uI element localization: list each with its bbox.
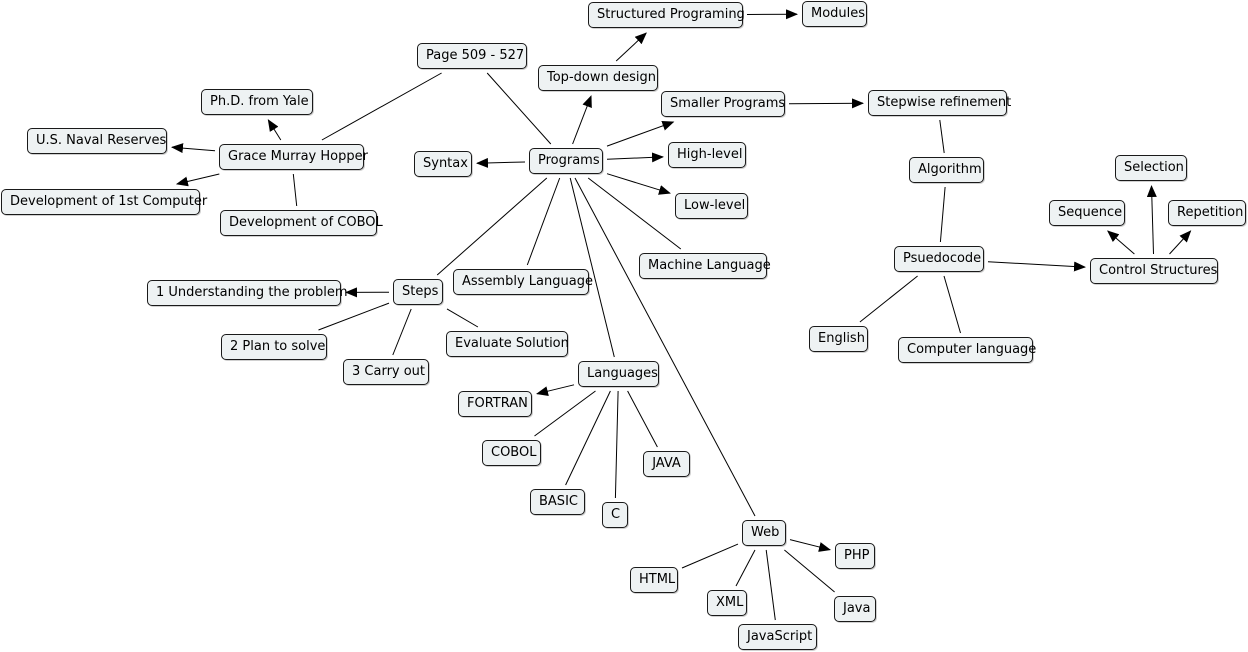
node-understanding-the-problem[interactable]: 1 Understanding the problem — [147, 280, 348, 306]
connector-languages-to-java — [627, 390, 658, 448]
connector-steps-to-carry — [392, 308, 412, 356]
node-control-structures[interactable]: Control Structures — [1090, 258, 1218, 284]
connector-web-to-xml — [735, 549, 756, 587]
node-repetition[interactable]: Repetition — [1168, 200, 1246, 226]
node-structured-programing[interactable]: Structured Programing — [588, 2, 745, 28]
node-basic[interactable]: BASIC — [530, 489, 585, 515]
node-development-of-cobol[interactable]: Development of COBOL — [220, 210, 383, 236]
connector-web-to-javaw — [784, 549, 835, 593]
node-java-web[interactable]: Java — [834, 596, 876, 622]
node-steps[interactable]: Steps — [393, 279, 443, 305]
connector-control-to-sequence — [1107, 230, 1135, 255]
node-languages[interactable]: Languages — [578, 361, 659, 387]
node-xml[interactable]: XML — [707, 590, 747, 616]
connector-control-to-selection — [1146, 185, 1157, 255]
node-modules[interactable]: Modules — [802, 1, 867, 27]
connector-control-to-repetition — [1169, 230, 1192, 255]
node-english[interactable]: English — [809, 326, 868, 352]
connector-page-to-grace — [321, 72, 442, 141]
node-selection[interactable]: Selection — [1115, 155, 1187, 181]
connector-web-to-javascript — [765, 549, 776, 621]
connector-grace-to-dev1st — [175, 173, 220, 187]
node-top-down-design[interactable]: Top-down design — [538, 65, 658, 91]
node-php[interactable]: PHP — [835, 543, 875, 569]
connector-languages-to-basic — [565, 390, 611, 486]
node-low-level[interactable]: Low-level — [675, 193, 748, 219]
node-javascript[interactable]: JavaScript — [738, 624, 817, 650]
node-machine-language[interactable]: Machine Language — [639, 253, 771, 279]
node-high-level[interactable]: High-level — [668, 142, 746, 168]
connector-grace-to-naval — [171, 143, 216, 154]
connector-grace-to-cobolDev — [292, 173, 298, 207]
connector-programs-to-languages — [569, 177, 615, 358]
connector-stepwise-to-algorithm — [939, 119, 945, 154]
connector-languages-to-cobol — [534, 390, 596, 437]
node-phd-from-yale[interactable]: Ph.D. from Yale — [201, 89, 313, 115]
node-smaller-programs[interactable]: Smaller Programs — [661, 91, 785, 117]
node-plan-to-solve[interactable]: 2 Plan to solve — [221, 334, 327, 360]
node-fortran[interactable]: FORTRAN — [458, 391, 532, 417]
node-algorithm[interactable]: Algorithm — [909, 157, 984, 183]
connector-programs-to-web — [574, 177, 756, 517]
node-programs[interactable]: Programs — [529, 148, 603, 174]
node-naval-reserves[interactable]: U.S. Naval Reserves — [27, 128, 167, 154]
connector-grace-to-phd — [267, 119, 282, 141]
node-html[interactable]: HTML — [630, 567, 678, 593]
node-page-range[interactable]: Page 509 - 527 — [417, 43, 527, 69]
node-sequence[interactable]: Sequence — [1049, 200, 1125, 226]
node-syntax[interactable]: Syntax — [414, 151, 472, 177]
node-cobol[interactable]: COBOL — [482, 440, 541, 466]
node-evaluate-solution[interactable]: Evaluate Solution — [446, 331, 569, 357]
connector-pseudocode-to-english — [859, 275, 918, 323]
connector-programs-to-topdown — [572, 95, 592, 145]
node-java-upper[interactable]: JAVA — [643, 451, 690, 477]
connector-languages-to-c — [614, 390, 619, 499]
connector-programs-to-lowlevel — [606, 173, 671, 195]
connector-steps-to-evaluate — [446, 308, 479, 328]
connector-programs-to-assembly — [526, 177, 561, 266]
connector-steps-to-plan — [318, 302, 390, 331]
connector-topdown-to-structured — [615, 32, 647, 62]
node-development-of-first-computer[interactable]: Development of 1st Computer — [1, 189, 207, 215]
connector-web-to-php — [789, 539, 831, 552]
node-stepwise-refinement[interactable]: Stepwise refinement — [868, 90, 1011, 116]
node-carry-out[interactable]: 3 Carry out — [343, 359, 429, 385]
connector-programs-to-machine — [587, 177, 682, 250]
node-c[interactable]: C — [602, 502, 628, 528]
connector-languages-to-fortran — [536, 384, 575, 397]
node-computer-language[interactable]: Computer language — [898, 337, 1036, 363]
connector-pseudocode-to-control — [987, 261, 1086, 272]
connector-page-to-programs — [486, 72, 552, 145]
connector-web-to-html — [681, 543, 739, 569]
connector-algorithm-to-pseudocode — [939, 186, 946, 243]
node-assembly-language[interactable]: Assembly Language — [453, 269, 593, 295]
connector-pseudocode-to-complang — [943, 275, 961, 334]
node-grace-murray-hopper[interactable]: Grace Murray Hopper — [219, 144, 368, 170]
connector-programs-to-highlevel — [606, 152, 664, 163]
node-web[interactable]: Web — [742, 520, 786, 546]
connector-programs-to-syntax — [476, 157, 526, 168]
connector-programs-to-steps — [436, 177, 548, 276]
node-pseudocode[interactable]: Psuedocode — [894, 246, 984, 272]
connector-programs-to-smaller — [606, 121, 675, 147]
